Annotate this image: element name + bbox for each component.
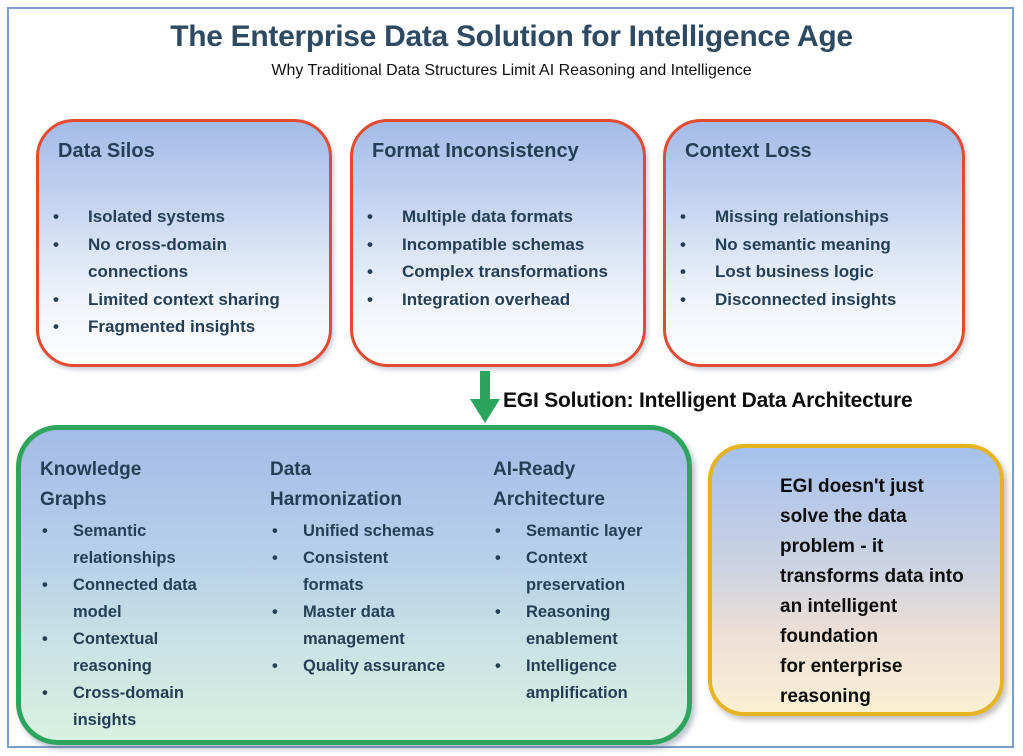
solution-column-ai-ready-architecture: AI-Ready Architecture •Semantic layer •C… bbox=[493, 455, 678, 707]
list-item: •Limited context sharing bbox=[47, 286, 319, 314]
bullet-icon: • bbox=[680, 234, 686, 254]
bullet-list: •Unified schemas •Consistent formats •Ma… bbox=[270, 518, 460, 680]
bullet-icon: • bbox=[42, 576, 48, 594]
bullet-icon: • bbox=[680, 289, 686, 309]
box-title: Data Silos bbox=[58, 140, 155, 162]
solution-label: EGI Solution: Intelligent Data Architect… bbox=[503, 389, 913, 412]
solution-column-data-harmonization: Data Harmonization •Unified schemas •Con… bbox=[270, 455, 460, 680]
list-item: •Isolated systems bbox=[47, 203, 319, 231]
list-item: •Complex transformations bbox=[361, 258, 633, 286]
callout-text: for enterprise reasoning bbox=[780, 656, 903, 707]
bullet-icon: • bbox=[272, 657, 278, 675]
list-item: •Missing relationships bbox=[674, 203, 952, 231]
bullet-icon: • bbox=[53, 207, 59, 226]
list-item: •Semantic relationships bbox=[40, 518, 235, 572]
list-item: •Lost business logic bbox=[674, 258, 952, 286]
bullet-icon: • bbox=[272, 603, 278, 621]
egi-callout-box: EGI doesn't just solve the data problem … bbox=[708, 444, 1004, 716]
down-arrow-icon bbox=[466, 371, 504, 424]
bullet-list: •Semantic relationships •Connected data … bbox=[40, 518, 235, 734]
bullet-icon: • bbox=[53, 317, 59, 336]
bullet-icon: • bbox=[495, 522, 501, 540]
bullet-icon: • bbox=[680, 207, 686, 226]
list-item: •Multiple data formats bbox=[361, 203, 633, 231]
list-item: •Connected data model bbox=[40, 572, 235, 626]
solution-column-knowledge-graphs: Knowledge Graphs •Semantic relationships… bbox=[40, 455, 235, 734]
page-title: The Enterprise Data Solution for Intelli… bbox=[170, 20, 853, 53]
bullet-icon: • bbox=[42, 522, 48, 540]
problem-box-data-silos: Data Silos •Isolated systems •No cross-d… bbox=[36, 119, 332, 367]
bullet-list: •Isolated systems •No cross-domain conne… bbox=[47, 203, 319, 341]
list-item: •Master data management bbox=[270, 599, 460, 653]
problem-box-format-inconsistency: Format Inconsistency •Multiple data form… bbox=[350, 119, 646, 367]
bullet-icon: • bbox=[272, 522, 278, 540]
list-item: •Semantic layer bbox=[493, 518, 678, 545]
bullet-list: •Semantic layer •Context preservation •R… bbox=[493, 518, 678, 707]
list-item: •No cross-domain connections bbox=[47, 231, 319, 286]
bullet-icon: • bbox=[495, 603, 501, 621]
list-item: •Unified schemas bbox=[270, 518, 460, 545]
bullet-list: •Missing relationships •No semantic mean… bbox=[674, 203, 952, 313]
bullet-list: •Multiple data formats •Incompatible sch… bbox=[361, 203, 633, 313]
column-title: Knowledge Graphs bbox=[40, 459, 142, 510]
column-title: Data Harmonization bbox=[270, 459, 402, 510]
problem-box-context-loss: Context Loss •Missing relationships •No … bbox=[663, 119, 965, 367]
solution-box: Knowledge Graphs •Semantic relationships… bbox=[16, 425, 692, 745]
list-item: •Cross-domain insights bbox=[40, 680, 235, 734]
column-title: AI-Ready Architecture bbox=[493, 459, 605, 510]
bullet-icon: • bbox=[367, 262, 373, 281]
bullet-icon: • bbox=[42, 630, 48, 648]
list-item: •Incompatible schemas bbox=[361, 231, 633, 259]
bullet-icon: • bbox=[367, 289, 373, 309]
bullet-icon: • bbox=[367, 234, 373, 254]
callout-text: EGI doesn't just solve the data problem … bbox=[780, 476, 964, 647]
box-title: Format Inconsistency bbox=[372, 140, 579, 162]
bullet-icon: • bbox=[53, 234, 59, 254]
list-item: •No semantic meaning bbox=[674, 231, 952, 259]
page-subtitle: Why Traditional Data Structures Limit AI… bbox=[271, 62, 752, 79]
list-item: •Reasoning enablement bbox=[493, 599, 678, 653]
list-item: •Context preservation bbox=[493, 545, 678, 599]
list-item: •Contextual reasoning bbox=[40, 626, 235, 680]
bullet-icon: • bbox=[272, 549, 278, 567]
list-item: •Fragmented insights bbox=[47, 313, 319, 341]
list-item: •Consistent formats bbox=[270, 545, 460, 599]
list-item: •Integration overhead bbox=[361, 286, 633, 314]
list-item: •Intelligence amplification bbox=[493, 653, 678, 707]
bullet-icon: • bbox=[53, 289, 59, 309]
bullet-icon: • bbox=[680, 262, 686, 281]
list-item: •Disconnected insights bbox=[674, 286, 952, 314]
bullet-icon: • bbox=[367, 207, 373, 226]
bullet-icon: • bbox=[495, 549, 501, 567]
bullet-icon: • bbox=[495, 657, 501, 675]
bullet-icon: • bbox=[42, 684, 48, 702]
box-title: Context Loss bbox=[685, 140, 812, 162]
list-item: •Quality assurance bbox=[270, 653, 460, 680]
